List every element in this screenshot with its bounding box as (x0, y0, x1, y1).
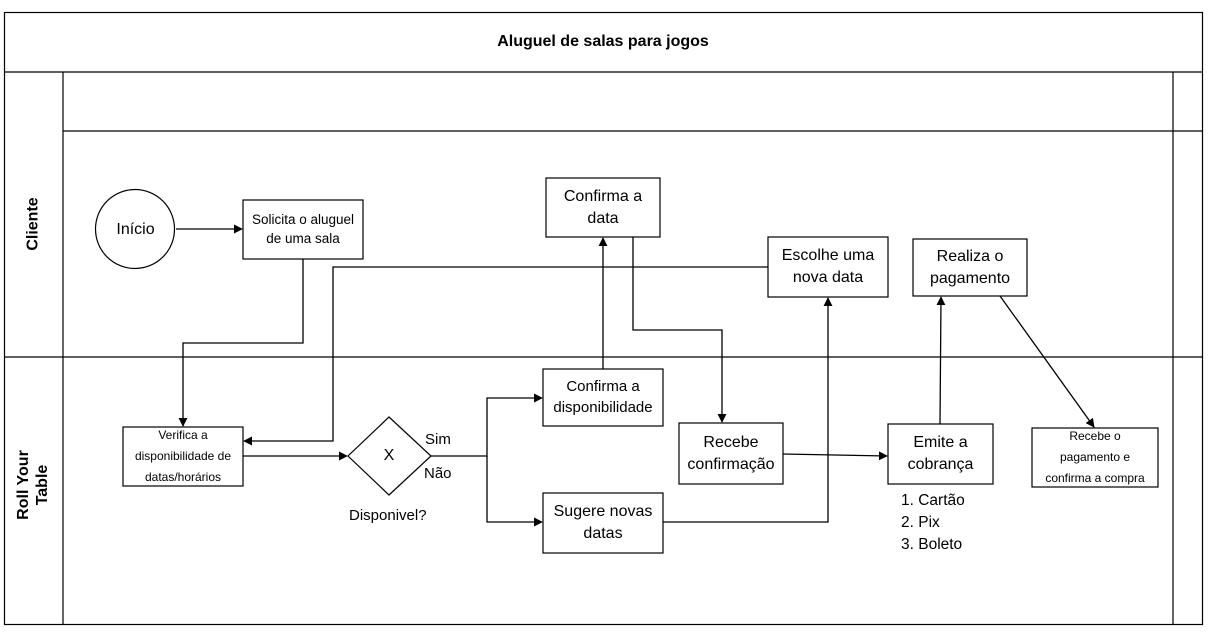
gateway-sim-label: Sim (425, 431, 451, 448)
task-sugere-novas-datas-box (542, 492, 664, 554)
payment-option-cartao: 1. Cartão (901, 492, 965, 509)
task-confirma-data-box (545, 177, 661, 238)
flow-gateway-nao (486, 456, 543, 527)
gateway-nao-label: Não (424, 465, 452, 482)
flow-emite-to-realiza (936, 296, 946, 425)
flow-sugere-to-escolhe (663, 297, 833, 523)
lane-label-roll-your-table: Roll Your Table (14, 450, 52, 520)
task-recebe-confirmacao-box (678, 422, 784, 485)
task-recebe-confirmacao-label: Recebe confirmação (687, 433, 775, 473)
task-solicita-label: Solicita o aluguel de uma sala (251, 212, 355, 246)
start-event-label: Início (116, 220, 155, 238)
task-sugere-novas-datas-label: Sugere novas datas (553, 503, 653, 542)
task-solicita-box (242, 199, 364, 260)
lane-label-roll-line2: Table (34, 464, 51, 506)
gateway-question-label: Disponivel? (349, 507, 427, 524)
flow-realiza-to-recebe-pagamento (999, 295, 1095, 428)
lane-label-cliente: Cliente (23, 197, 42, 250)
task-recebe-pagamento-box (1031, 427, 1159, 488)
payment-options-list: 1. Cartão 2. Pix 3. Boleto (901, 490, 965, 556)
start-event (94, 188, 176, 270)
task-emite-cobranca-label: Emite a cobrança (907, 434, 974, 473)
task-escolhe-nova-data-box (767, 236, 889, 298)
task-emite-cobranca-box (887, 423, 994, 485)
lane-label-cliente-text: Cliente (24, 197, 42, 251)
flow-solicita-to-verifica (178, 259, 304, 427)
task-confirma-disponibilidade-label: Confirma a disponibilidade (553, 378, 653, 416)
lane-label-roll-line1: Roll Your (14, 450, 32, 520)
task-recebe-pagamento-label: Recebe o pagamento e confirma a compra (1045, 429, 1145, 485)
diagram-title: Aluguel de salas para jogos (497, 33, 709, 51)
payment-option-boleto: 3. Boleto (901, 536, 963, 553)
flow-escolhe-to-verifica (243, 266, 768, 446)
flow-gateway-sim (431, 393, 543, 457)
flow-confirma-data-to-recebe-confirmacao (632, 237, 727, 423)
task-confirma-data-label: Confirma a data (563, 187, 643, 227)
exclusive-gateway (347, 416, 432, 496)
task-realiza-pagamento-label: Realiza o pagamento (929, 247, 1011, 287)
task-verifica-label: Verifica a disponibilidade de datas/horá… (134, 428, 232, 484)
task-confirma-disponibilidade-box (542, 368, 664, 427)
gateway-symbol: X (383, 447, 395, 465)
flow-recebe-confirmacao-to-emite (782, 451, 888, 461)
task-escolhe-nova-data-label: Escolhe uma nova data (781, 247, 875, 286)
payment-option-pix: 2. Pix (901, 514, 940, 531)
task-realiza-pagamento-box (912, 238, 1028, 297)
